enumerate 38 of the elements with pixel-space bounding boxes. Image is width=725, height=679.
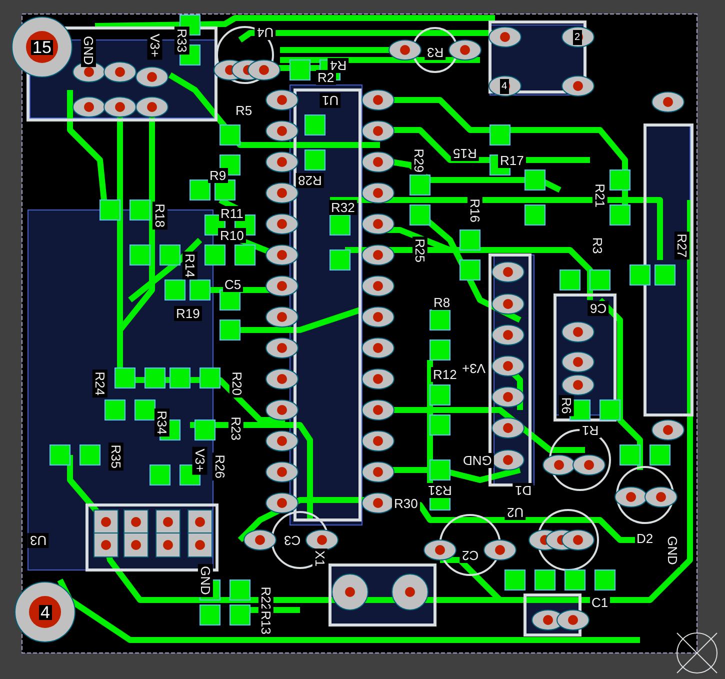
component-designator: R12	[431, 366, 459, 382]
component-designator: R16	[467, 196, 482, 224]
component-designator: R30	[392, 496, 420, 510]
component-designator: R33	[174, 26, 190, 54]
component-designator: R31	[426, 482, 454, 498]
component-designator: R34	[154, 408, 170, 436]
component-designator: R11	[218, 206, 246, 220]
component-designator: R28	[296, 172, 324, 188]
component-designator: R26	[212, 452, 228, 480]
component-designator: U3	[28, 532, 48, 548]
component-designator: V3+	[192, 446, 208, 474]
component-designator: C2	[460, 548, 480, 562]
component-designator: R32	[329, 200, 357, 214]
component-designator: R27	[674, 231, 690, 259]
component-designator: U2	[504, 504, 526, 520]
component-designator: R18	[152, 201, 168, 229]
component-designator: R35	[108, 442, 124, 470]
component-designator: GND	[80, 34, 96, 66]
component-designator: R14	[182, 251, 198, 279]
component-designator: R3	[424, 44, 446, 60]
component-designator: U4	[254, 24, 276, 40]
component-designator: R24	[92, 369, 108, 397]
component-designator: V3+	[460, 360, 488, 376]
component-designator: R19	[174, 306, 202, 320]
component-designator: GND	[197, 564, 212, 596]
component-designator: D1	[512, 482, 534, 498]
component-designator: R15	[451, 146, 479, 160]
component-designator: GND	[460, 452, 494, 468]
component-designator: C6	[588, 300, 608, 316]
component-designator: X1	[312, 548, 328, 568]
component-designator: R2	[316, 70, 336, 84]
component-designator: R10	[218, 228, 246, 242]
component-designator: R17	[498, 152, 526, 168]
component-designator: R13	[258, 608, 274, 636]
component-designator: U1	[320, 92, 340, 108]
component-designator: R25	[412, 236, 428, 264]
component-designator: C3	[282, 532, 302, 548]
component-designator: V3+	[147, 31, 162, 59]
